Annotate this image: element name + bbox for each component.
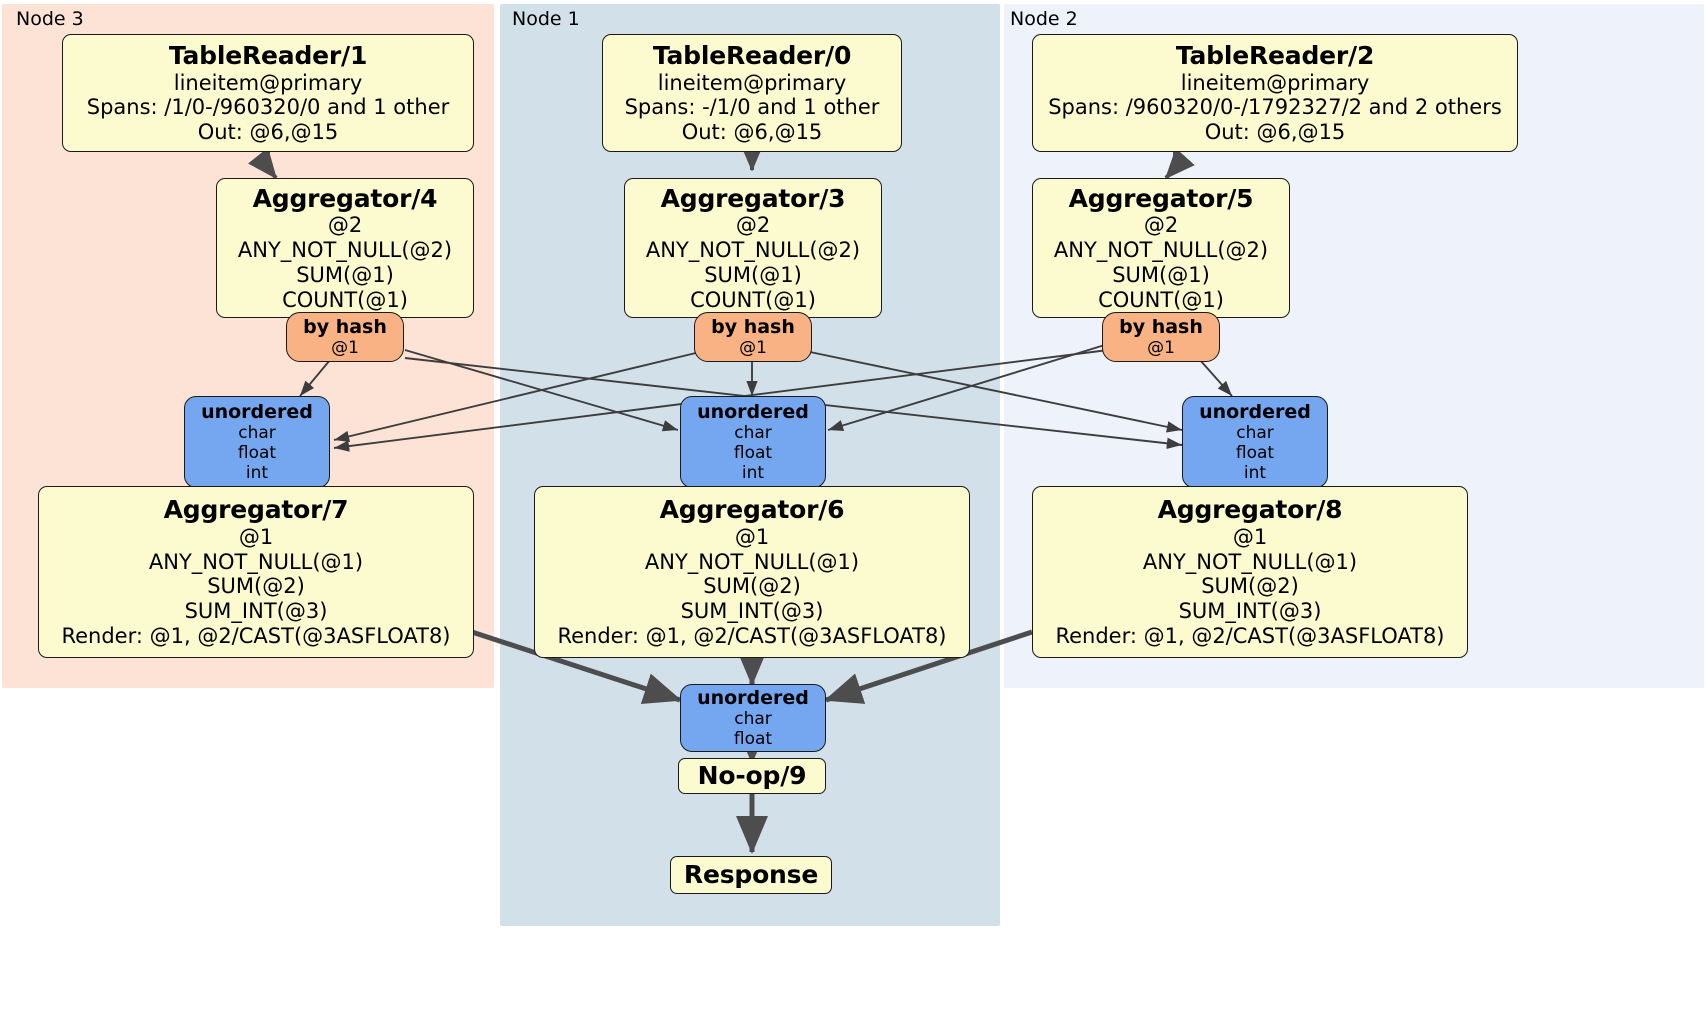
stream-type-1: char: [734, 709, 772, 730]
node-detail-spans: Spans: /1/0-/960320/0 and 1 other: [86, 95, 450, 120]
node-tablereader1[interactable]: TableReader/1 lineitem@primary Spans: /1…: [62, 34, 474, 152]
node-detail-agg2: SUM(@1): [296, 262, 394, 287]
stream-title: unordered: [1199, 400, 1311, 423]
node-detail-table: lineitem@primary: [657, 70, 847, 95]
node-detail-agg2: SUM(@2): [703, 574, 801, 599]
stream-type-2: float: [237, 443, 277, 464]
node-detail-agg1: ANY_NOT_NULL(@1): [148, 549, 364, 574]
stream-type-2: float: [733, 443, 773, 464]
router-detail: @1: [1147, 338, 1175, 359]
node-detail-agg1: ANY_NOT_NULL(@2): [237, 237, 453, 262]
node-tablereader2[interactable]: TableReader/2 lineitem@primary Spans: /9…: [1032, 34, 1518, 152]
node-detail-groupby: @2: [735, 213, 771, 238]
node-title: TableReader/0: [652, 41, 852, 71]
node-detail-groupby: @2: [327, 213, 363, 238]
node-title: Aggregator/7: [163, 495, 349, 525]
stream-type-3: int: [245, 463, 269, 484]
node-aggregator4[interactable]: Aggregator/4 @2 ANY_NOT_NULL(@2) SUM(@1)…: [216, 178, 474, 318]
stream-title: unordered: [201, 400, 313, 423]
node-detail-render: Render: @1, @2/CAST(@3ASFLOAT8): [1055, 623, 1445, 648]
node-detail-groupby: @2: [1143, 213, 1179, 238]
stream-type-1: char: [734, 423, 772, 444]
node-detail-agg3: SUM_INT(@3): [184, 599, 328, 624]
node-title: Aggregator/6: [659, 495, 845, 525]
panel-node1-label: Node 1: [512, 8, 580, 30]
node-detail-out: Out: @6,@15: [197, 120, 339, 145]
node-detail-table: lineitem@primary: [173, 70, 363, 95]
router-by-hash-left[interactable]: by hash @1: [286, 312, 404, 362]
stream-title: unordered: [697, 400, 809, 423]
router-title: by hash: [303, 315, 387, 338]
node-title: Aggregator/4: [252, 183, 438, 213]
node-title: Response: [683, 860, 819, 890]
router-detail: @1: [739, 338, 767, 359]
node-detail-render: Render: @1, @2/CAST(@3ASFLOAT8): [557, 623, 947, 648]
node-detail-agg3: COUNT(@1): [282, 287, 408, 312]
node-detail-table: lineitem@primary: [1180, 70, 1370, 95]
node-title: TableReader/2: [1175, 41, 1375, 71]
node-detail-render: Render: @1, @2/CAST(@3ASFLOAT8): [61, 623, 451, 648]
node-detail-agg2: SUM(@2): [1201, 574, 1299, 599]
node-detail-groupby: @1: [1232, 524, 1268, 549]
node-response[interactable]: Response: [670, 856, 832, 894]
node-tablereader0[interactable]: TableReader/0 lineitem@primary Spans: -/…: [602, 34, 902, 152]
node-title: TableReader/1: [168, 41, 368, 71]
stream-type-1: char: [238, 423, 276, 444]
node-detail-agg1: ANY_NOT_NULL(@1): [644, 549, 860, 574]
node-detail-agg1: ANY_NOT_NULL(@2): [1053, 237, 1269, 262]
node-aggregator5[interactable]: Aggregator/5 @2 ANY_NOT_NULL(@2) SUM(@1)…: [1032, 178, 1290, 318]
node-detail-agg3: SUM_INT(@3): [1178, 599, 1322, 624]
stream-type-1: char: [1236, 423, 1274, 444]
panel-node3-label: Node 3: [16, 8, 84, 30]
router-by-hash-center[interactable]: by hash @1: [694, 312, 812, 362]
stream-unordered-center[interactable]: unordered char float int: [680, 396, 826, 488]
node-title: Aggregator/3: [660, 183, 846, 213]
node-aggregator8[interactable]: Aggregator/8 @1 ANY_NOT_NULL(@1) SUM(@2)…: [1032, 486, 1468, 658]
node-detail-agg1: ANY_NOT_NULL(@1): [1142, 549, 1358, 574]
node-detail-agg2: SUM(@2): [207, 574, 305, 599]
node-detail-out: Out: @6,@15: [681, 120, 823, 145]
node-aggregator7[interactable]: Aggregator/7 @1 ANY_NOT_NULL(@1) SUM(@2)…: [38, 486, 474, 658]
node-title: Aggregator/8: [1157, 495, 1343, 525]
node-detail-groupby: @1: [734, 524, 770, 549]
node-noop9[interactable]: No-op/9: [678, 758, 826, 794]
router-title: by hash: [711, 315, 795, 338]
stream-unordered-final[interactable]: unordered char float: [680, 684, 826, 752]
panel-node2-label: Node 2: [1010, 8, 1078, 30]
node-detail-agg2: SUM(@1): [1112, 262, 1210, 287]
stream-type-2: float: [1235, 443, 1275, 464]
node-detail-out: Out: @6,@15: [1204, 120, 1346, 145]
stream-title: unordered: [697, 686, 809, 709]
node-detail-agg3: COUNT(@1): [690, 287, 816, 312]
node-aggregator3[interactable]: Aggregator/3 @2 ANY_NOT_NULL(@2) SUM(@1)…: [624, 178, 882, 318]
stream-unordered-left[interactable]: unordered char float int: [184, 396, 330, 488]
stream-type-2: float: [733, 729, 773, 750]
node-detail-groupby: @1: [238, 524, 274, 549]
router-title: by hash: [1119, 315, 1203, 338]
stream-unordered-right[interactable]: unordered char float int: [1182, 396, 1328, 488]
stream-type-3: int: [1243, 463, 1267, 484]
node-detail-spans: Spans: -/1/0 and 1 other: [624, 95, 880, 120]
stream-type-3: int: [741, 463, 765, 484]
node-detail-agg1: ANY_NOT_NULL(@2): [645, 237, 861, 262]
node-detail-agg3: COUNT(@1): [1098, 287, 1224, 312]
node-title: Aggregator/5: [1068, 183, 1254, 213]
node-aggregator6[interactable]: Aggregator/6 @1 ANY_NOT_NULL(@1) SUM(@2)…: [534, 486, 970, 658]
router-detail: @1: [331, 338, 359, 359]
node-detail-spans: Spans: /960320/0-/1792327/2 and 2 others: [1048, 95, 1502, 120]
router-by-hash-right[interactable]: by hash @1: [1102, 312, 1220, 362]
node-detail-agg2: SUM(@1): [704, 262, 802, 287]
node-detail-agg3: SUM_INT(@3): [680, 599, 824, 624]
node-title: No-op/9: [697, 761, 807, 791]
